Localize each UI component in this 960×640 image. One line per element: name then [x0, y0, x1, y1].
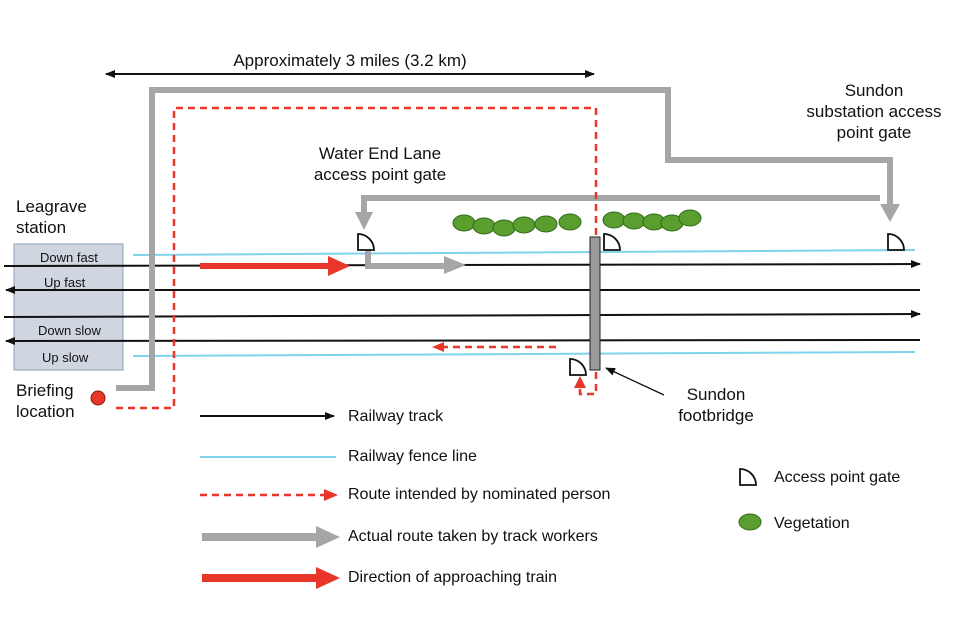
gate-sundon-substation — [887, 233, 905, 251]
legend-gate-label: Access point gate — [774, 469, 901, 486]
intended-route-arrowhead-west — [432, 342, 444, 352]
sundon-substation-gate-label: Sundon substation access point gate — [806, 81, 942, 142]
legend-train-arrowhead — [316, 567, 340, 589]
track-label-up-fast: Up fast — [44, 275, 86, 290]
track-label-up-slow: Up slow — [42, 350, 89, 365]
legend-vegetation-label: Vegetation — [774, 515, 850, 532]
fence-line-south — [132, 351, 916, 357]
vegetation-cluster-west — [452, 213, 582, 237]
legend-intended-label: Route intended by nominated person — [348, 486, 611, 503]
vegetation-cluster-east — [602, 209, 702, 232]
sundon-footbridge — [589, 236, 601, 371]
distance-label: Approximately 3 miles (3.2 km) — [233, 51, 467, 70]
legend-gate-symbol — [739, 468, 757, 486]
sundon-footbridge-label: Sundon footbridge — [678, 385, 754, 425]
legend-train-label: Direction of approaching train — [348, 569, 558, 586]
legend-vegetation-symbol — [738, 513, 762, 531]
train-direction-arrowhead — [328, 256, 350, 276]
actual-route-back — [361, 195, 880, 214]
intended-route — [116, 106, 598, 410]
briefing-location-label: Briefing location — [16, 381, 75, 421]
track-label-down-fast: Down fast — [40, 250, 98, 265]
track-down-slow — [3, 310, 921, 319]
gate-footbridge-north — [603, 233, 621, 251]
actual-route-arrowhead-down — [880, 204, 900, 222]
intended-route-arrowhead-up — [574, 376, 586, 388]
briefing-location-marker — [90, 390, 106, 406]
legend-fence-label: Railway fence line — [348, 448, 477, 465]
legend-track-label: Railway track — [348, 408, 444, 425]
water-end-gate-label: Water End Lane access point gate — [313, 144, 447, 184]
actual-route-arrowhead-gate — [355, 212, 373, 230]
actual-route-outbound — [116, 87, 893, 391]
gate-footbridge-south — [569, 358, 587, 376]
legend-actual-arrowhead — [316, 526, 340, 548]
actual-route-on-track — [365, 250, 446, 269]
leagrave-station-label: Leagrave station — [16, 197, 87, 237]
gate-water-end-lane — [357, 233, 375, 251]
track-up-slow — [5, 336, 921, 345]
legend-intended-arrowhead — [324, 489, 338, 501]
legend-actual-label: Actual route taken by track workers — [348, 528, 598, 545]
footbridge-pointer — [605, 367, 665, 396]
actual-route-arrowhead-track — [444, 256, 466, 274]
track-label-down-slow: Down slow — [38, 323, 101, 338]
fence-line-north — [132, 249, 916, 256]
